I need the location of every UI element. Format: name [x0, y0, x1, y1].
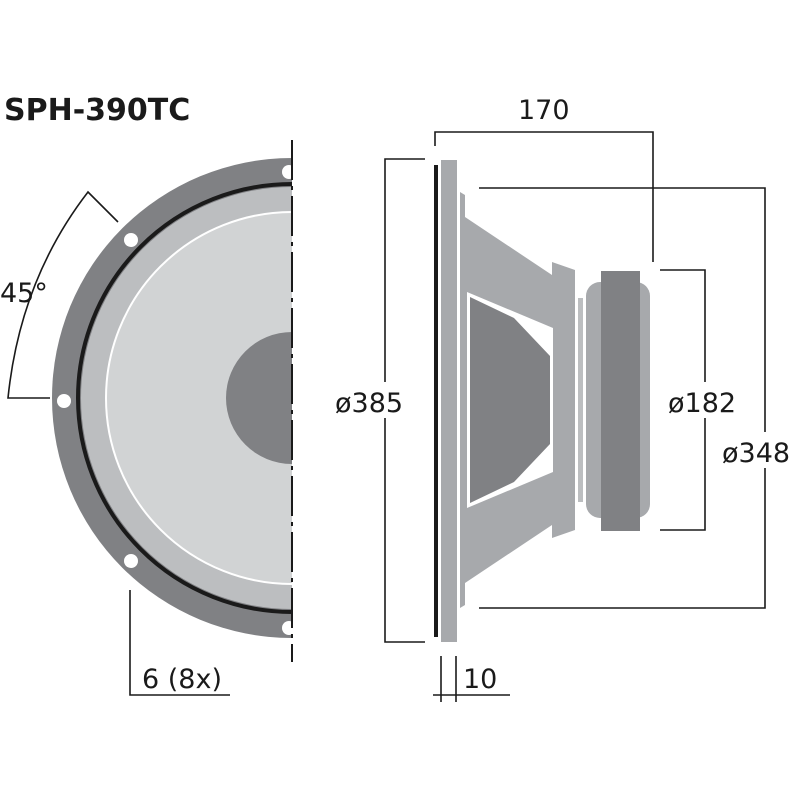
side-view: [434, 160, 650, 642]
flange-side: [441, 160, 457, 642]
depth-label: 170: [518, 95, 570, 126]
dust-cap: [226, 332, 292, 464]
hole-size-label: 6 (8x): [142, 664, 222, 695]
cutout-diameter-label: ø348: [722, 438, 790, 469]
thickness-label: 10: [463, 664, 497, 695]
magnet-diameter-label: ø182: [668, 388, 736, 419]
mount-hole: [282, 165, 296, 179]
angle-label: 45°: [0, 278, 48, 309]
label-mask: [660, 382, 752, 418]
mount-hole: [124, 554, 138, 568]
mount-hole: [124, 233, 138, 247]
depth-dimension-line: [434, 131, 654, 262]
outer-diameter-label: ø385: [335, 388, 403, 419]
label-mask: [355, 382, 415, 418]
cutout-diameter-line: [479, 187, 766, 609]
model-title: SPH-390TC: [4, 93, 190, 128]
mount-hole: [282, 621, 296, 635]
cone: [105, 211, 292, 585]
label-mask: [720, 432, 800, 468]
hole-dimension-line: [129, 590, 230, 696]
angle-dimension-line: [7, 190, 119, 399]
magnet: [601, 271, 640, 531]
top-plate: [578, 298, 583, 502]
cone-side: [470, 297, 550, 503]
gasket-ring: [76, 182, 292, 614]
gasket: [434, 165, 438, 637]
front-view: 45° 6 (8x): [0, 140, 296, 696]
mount-hole: [57, 394, 71, 408]
